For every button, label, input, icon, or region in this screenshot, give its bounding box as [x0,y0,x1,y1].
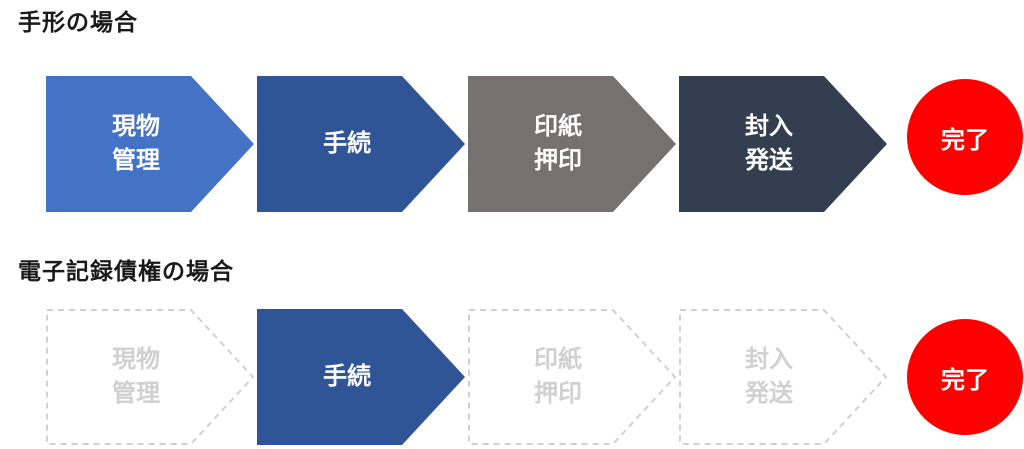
done-circle: 完了 [907,79,1023,195]
step-tetsuzuki: 手続 [257,309,467,445]
flow-tegata: 現物 管理 手続 印紙 押印 封入 発送 完了 [0,76,1024,216]
step-label: 手続 [323,129,371,158]
step-label: 手続 [323,362,371,391]
step-fuunyuu-hassou: 封入 発送 [679,76,889,212]
step-label: 封入 発送 [745,345,793,407]
step-label: 現物 管理 [112,112,160,174]
done-circle: 完了 [907,319,1023,435]
section-title-densai: 電子記録債権の場合 [18,259,234,285]
flow-densai: 現物 管理 手続 印紙 押印 封入 発送 完了 [0,309,1024,449]
step-fuunyuu-hassou: 封入 発送 [679,309,889,445]
step-label: 封入 発送 [745,112,793,174]
step-label: 印紙 押印 [534,112,582,174]
step-inshi-ouin: 印紙 押印 [468,309,678,445]
step-label: 現物 管理 [112,345,160,407]
step-inshi-ouin: 印紙 押印 [468,76,678,212]
step-tetsuzuki: 手続 [257,76,467,212]
step-label: 印紙 押印 [534,345,582,407]
step-genbutsu-kanri: 現物 管理 [46,309,256,445]
section-title-tegata: 手形の場合 [18,10,138,36]
step-genbutsu-kanri: 現物 管理 [46,76,256,212]
